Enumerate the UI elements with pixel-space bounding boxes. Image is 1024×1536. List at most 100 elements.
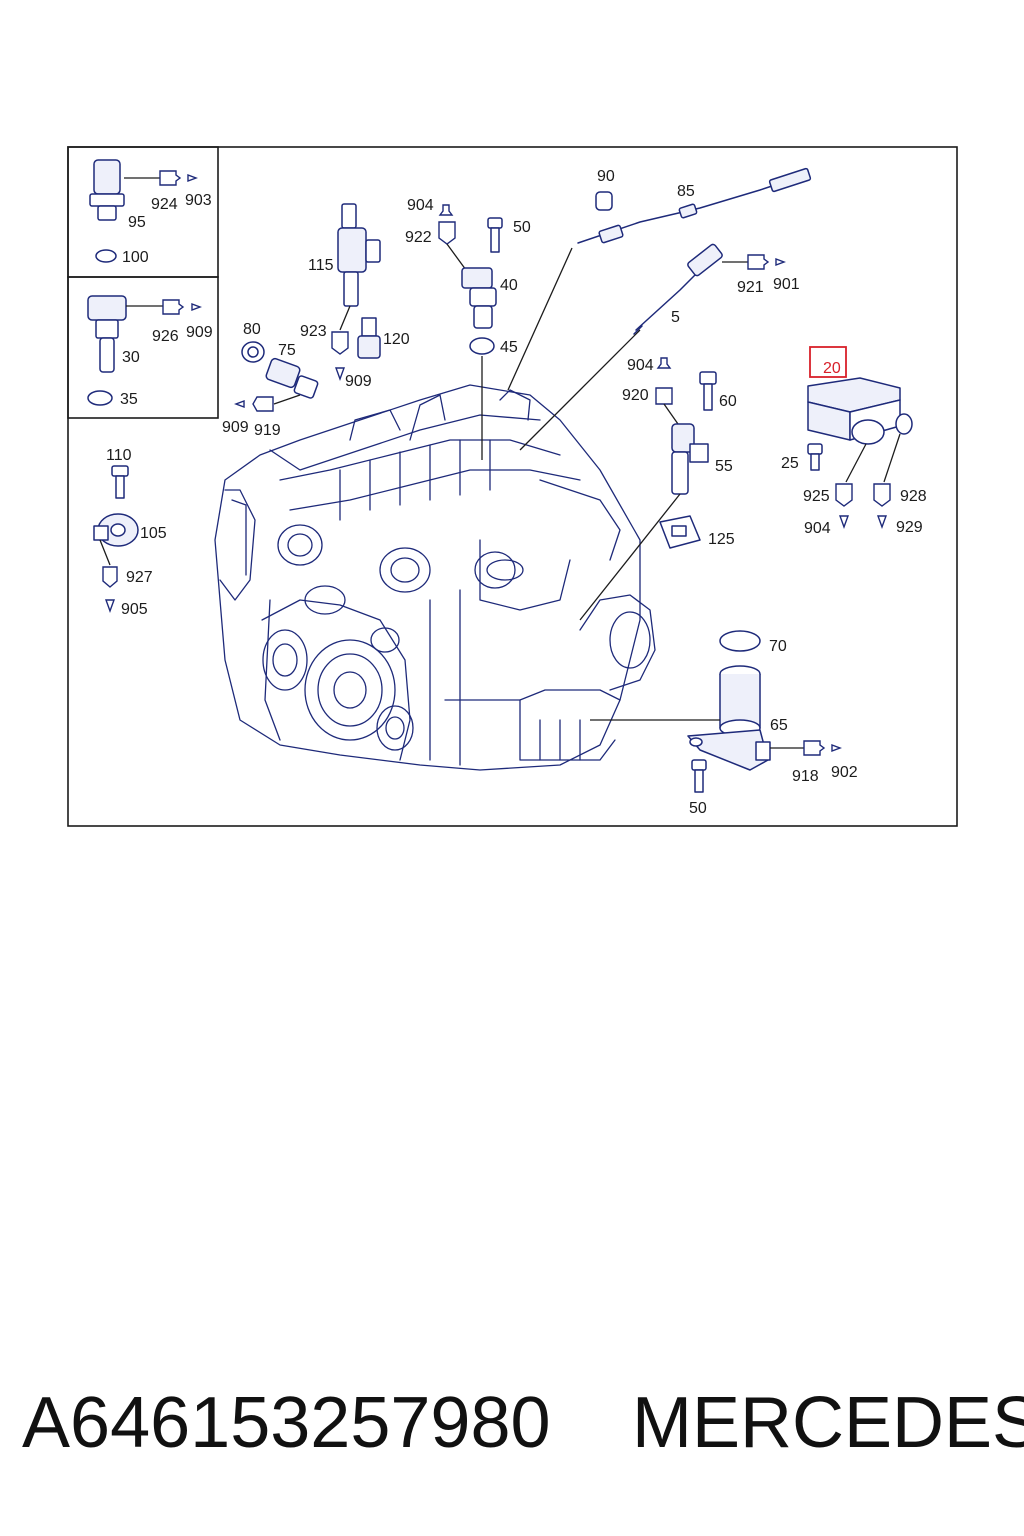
part-65-oil-level-sensor[interactable]: [687, 665, 771, 771]
label-905: 905: [121, 601, 148, 618]
label-50-a: 50: [513, 219, 531, 236]
label-929: 929: [896, 519, 923, 536]
part-5-glow-plug[interactable]: [633, 243, 723, 335]
part-902-pin-icon: [831, 743, 842, 753]
part-909c-pin-icon: [335, 367, 345, 382]
label-50-b: 50: [689, 800, 707, 817]
part-901-pin-icon: [775, 257, 786, 267]
part-125-gasket[interactable]: [659, 515, 701, 549]
part-25-bolt[interactable]: [807, 443, 823, 471]
part-925-connector-icon: [835, 483, 853, 507]
part-35-seal-ring[interactable]: [87, 390, 113, 406]
part-928-connector-icon: [873, 483, 891, 507]
label-925: 925: [803, 488, 830, 505]
label-904-a: 904: [407, 197, 434, 214]
label-923: 923: [300, 323, 327, 340]
part-920-connector-icon: [655, 387, 673, 405]
label-120: 120: [383, 331, 410, 348]
label-901: 901: [773, 276, 800, 293]
label-921: 921: [737, 279, 764, 296]
part-105-knock-sensor[interactable]: [93, 513, 139, 547]
engine-illustration: [214, 384, 656, 771]
label-25: 25: [781, 455, 799, 472]
parts-diagram: 95 100 924 903 926 909 30 35 110 105 927…: [67, 146, 958, 827]
part-60-bolt[interactable]: [699, 371, 717, 411]
label-85: 85: [677, 183, 695, 200]
part-75-temperature-sensor[interactable]: [265, 357, 319, 399]
label-903: 903: [185, 192, 212, 209]
part-40-camshaft-sensor[interactable]: [461, 267, 497, 329]
diagram-frame: [67, 146, 958, 827]
part-30-sensor[interactable]: [87, 295, 127, 373]
brand-text: MERCEDES: [632, 1383, 1024, 1463]
part-909b-pin-icon: [234, 399, 245, 409]
label-90: 90: [597, 168, 615, 185]
label-904-c: 904: [804, 520, 831, 537]
label-125: 125: [708, 531, 735, 548]
part-95-sensor[interactable]: [89, 159, 125, 221]
part-903-pin-icon: [187, 173, 198, 183]
label-909-c: 909: [345, 373, 372, 390]
part-926-connector-icon: [162, 299, 185, 315]
label-909: 909: [186, 324, 213, 341]
part-904b-pin-icon: [656, 357, 672, 369]
label-918: 918: [792, 768, 819, 785]
part-120-cap[interactable]: [357, 317, 381, 359]
label-928: 928: [900, 488, 927, 505]
part-100-seal-ring[interactable]: [95, 249, 117, 263]
label-924: 924: [151, 196, 178, 213]
label-902: 902: [831, 764, 858, 781]
label-75: 75: [278, 342, 296, 359]
part-90-nut[interactable]: [595, 191, 613, 211]
label-922: 922: [405, 229, 432, 246]
inset-box-middle: [67, 276, 219, 419]
part-923-connector-icon: [331, 331, 349, 355]
part-927-connector-icon: [102, 566, 118, 588]
label-909-b: 909: [222, 419, 249, 436]
part-70-seal-ring[interactable]: [719, 630, 761, 652]
part-904a-pin-icon: [438, 204, 454, 216]
label-904-b: 904: [627, 357, 654, 374]
part-919-connector-icon: [252, 396, 274, 412]
label-5: 5: [671, 309, 680, 326]
part-45-seal-ring[interactable]: [469, 337, 495, 355]
label-927: 927: [126, 569, 153, 586]
label-80: 80: [243, 321, 261, 338]
label-40: 40: [500, 277, 518, 294]
label-919: 919: [254, 422, 281, 439]
part-20-glow-control-unit[interactable]: [807, 377, 913, 445]
part-924-connector-icon: [159, 170, 182, 186]
label-115: 115: [308, 257, 334, 274]
part-909a-pin-icon: [191, 302, 202, 312]
part-85-exhaust-temperature-sensor[interactable]: [577, 167, 812, 244]
part-922-connector-icon: [438, 221, 456, 245]
label-60: 60: [719, 393, 737, 410]
part-80-seal-ring[interactable]: [241, 341, 265, 363]
part-labels: 95 100 924 903 926 909 30 35 110 105 927…: [106, 168, 927, 817]
label-65: 65: [770, 717, 788, 734]
part-55-sensor[interactable]: [671, 423, 709, 495]
part-50b-bolt[interactable]: [691, 759, 707, 793]
part-929-pin-icon: [877, 515, 887, 530]
part-110-bolt[interactable]: [111, 465, 129, 499]
part-50a-bolt[interactable]: [487, 217, 503, 253]
part-918-connector-icon: [803, 740, 826, 756]
part-115-pressure-converter[interactable]: [337, 203, 381, 307]
label-926: 926: [152, 328, 179, 345]
label-20: 20: [823, 360, 841, 377]
label-105: 105: [140, 525, 167, 542]
label-920: 920: [622, 387, 649, 404]
label-55: 55: [715, 458, 733, 475]
part-904c-pin-icon: [839, 515, 849, 530]
part-921-connector-icon: [747, 254, 770, 270]
label-45: 45: [500, 339, 518, 356]
label-30: 30: [122, 349, 140, 366]
label-100: 100: [122, 249, 149, 266]
caption-bar: A646153257980 MERCEDES: [22, 1378, 1024, 1468]
label-35: 35: [120, 391, 138, 408]
label-95: 95: [128, 214, 146, 231]
label-70: 70: [769, 638, 787, 655]
part-905-pin-icon: [105, 599, 115, 614]
highlight-box-part-20: [809, 346, 847, 378]
label-110: 110: [106, 447, 132, 464]
